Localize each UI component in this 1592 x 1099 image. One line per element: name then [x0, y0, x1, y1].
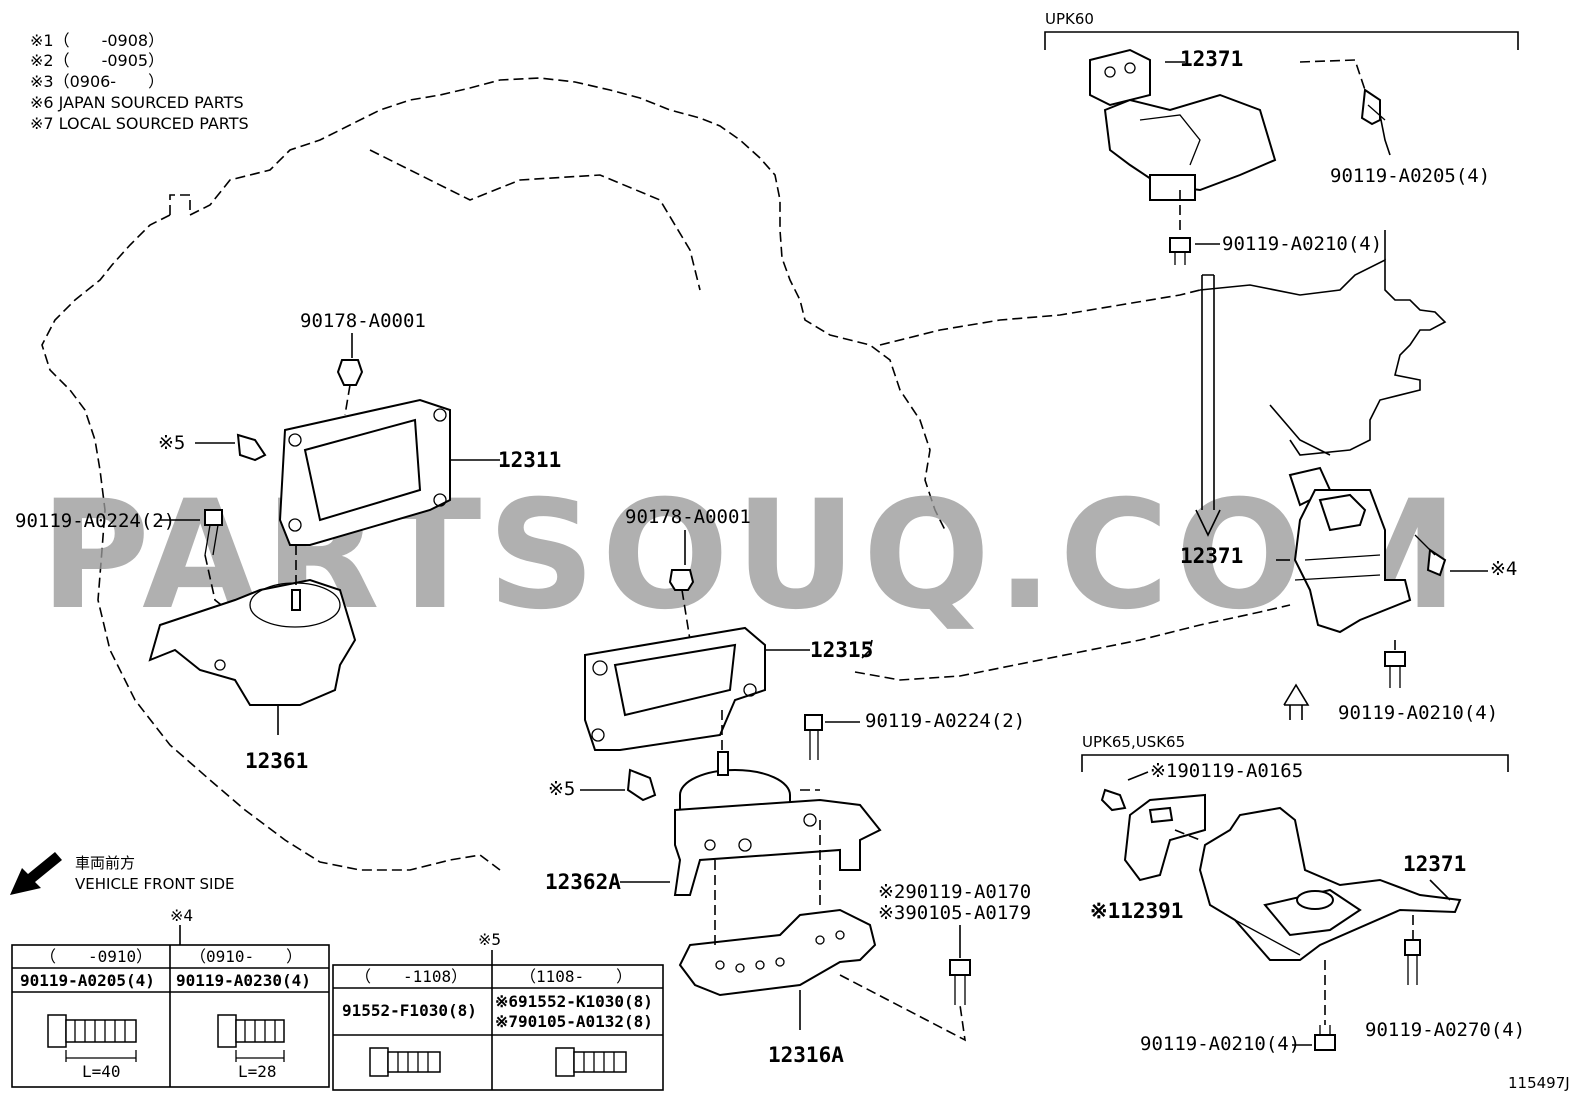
arrow-down [1195, 274, 1221, 537]
label-90119-a0165: ※190119-A0165 [1150, 760, 1303, 782]
plate-12316a [678, 908, 877, 997]
direction-jp: 車両前方 [75, 854, 135, 872]
table4-length-2: L=28 [238, 1062, 277, 1081]
table4-part-1: 90119-A0205(4) [20, 971, 155, 990]
vehicle-front-arrow [10, 852, 62, 895]
label-5-center: ※5 [548, 778, 575, 800]
label-90119-a0210-bottom: 90119-A0210(4) [1140, 1033, 1300, 1055]
direction-en: VEHICLE FRONT SIDE [75, 875, 235, 893]
table4-header-1: （ -0910） [40, 947, 152, 966]
label-5-left: ※5 [158, 432, 185, 454]
arrow-up [1283, 683, 1310, 720]
label-90119-a0210-mid: 90119-A0210(4) [1338, 702, 1498, 724]
upk60-label: UPK60 [1045, 10, 1094, 28]
label-90119-a0205: 90119-A0205(4) [1330, 165, 1490, 187]
bolt-90119-a0224-center [804, 714, 823, 760]
table5-header-1: （ -1108） [355, 967, 467, 986]
mount-12371-bottom [1198, 806, 1462, 961]
note-2: ※2（ -0905） [30, 51, 164, 70]
label-90119-a0224-left: 90119-A0224(2) [15, 510, 175, 532]
notes-block: ※1（ -0908） ※2（ -0905） ※3（0906- ） ※6 JAPA… [30, 31, 249, 133]
bolt-90119-a0205 [1360, 88, 1386, 126]
label-12371-bottom: 12371 [1403, 852, 1466, 876]
bolt-90119-a0210-bottom [1314, 1025, 1336, 1051]
table4-header-2: （0910- ） [190, 947, 302, 966]
upk65-label: UPK65,USK65 [1082, 733, 1185, 751]
label-90105-a0179: ※390105-A0179 [878, 902, 1031, 924]
label-12362a: 12362A [545, 870, 621, 894]
bracket-12311 [278, 398, 451, 546]
table5-part-2b: ※790105-A0132(8) [495, 1012, 653, 1031]
label-12371-top: 12371 [1180, 47, 1243, 71]
table-5: ※5 （ -1108） （1108- ） 91552-F1030(8) ※691… [332, 930, 664, 1091]
bolt-4 [1414, 534, 1447, 577]
upk65-bracket: UPK65,USK65 [1081, 733, 1509, 772]
bolt-90119-a0170 [949, 959, 971, 1005]
bolt-5-center [626, 768, 657, 802]
table4-title: ※4 [170, 906, 193, 925]
mount-12371-mid [1288, 466, 1412, 634]
bolt-91552-k1030-icon [555, 1047, 627, 1077]
bolt-l40-icon [47, 1014, 137, 1062]
table4-part-2: 90119-A0230(4) [176, 971, 311, 990]
label-12391: ※112391 [1090, 899, 1183, 923]
note-3: ※3（0906- ） [30, 72, 164, 91]
mount-12361 [148, 578, 357, 706]
table5-header-2: （1108- ） [520, 967, 632, 986]
bolt-90119-a0210-mid [1384, 651, 1406, 688]
label-12315: 12315 [810, 638, 873, 662]
label-90119-a0210-top: 90119-A0210(4) [1222, 233, 1382, 255]
bolt-90119-a0270 [1404, 939, 1421, 985]
bolt-5-left [236, 433, 267, 462]
mount-12362a [673, 751, 882, 896]
label-12371-mid: 12371 [1180, 544, 1243, 568]
nut-90178-left [336, 359, 364, 386]
nut-90178-center [668, 569, 695, 591]
label-90119-a0170: ※290119-A0170 [878, 881, 1031, 903]
label-90119-a0270: 90119-A0270(4) [1365, 1019, 1525, 1041]
table5-part-2: ※691552-K1030(8) [495, 992, 653, 1011]
mount-12371-upk60 [1089, 48, 1277, 201]
engine-outline [41, 77, 1291, 871]
table5-part-1: 91552-F1030(8) [342, 1001, 477, 1020]
label-12361: 12361 [245, 749, 308, 773]
label-90178-a0001-left: 90178-A0001 [300, 310, 426, 332]
diagram-id: 115497J [1508, 1074, 1570, 1092]
bracket-12391 [1123, 793, 1206, 882]
label-90178-a0001-center: 90178-A0001 [625, 506, 751, 528]
table5-title: ※5 [478, 930, 501, 949]
note-1: ※1（ -0908） [30, 31, 164, 50]
note-6: ※6 JAPAN SOURCED PARTS [30, 93, 244, 112]
bolt-l28-icon [217, 1014, 285, 1062]
label-12316a: 12316A [768, 1043, 844, 1067]
upk60-bracket: UPK60 [1044, 10, 1519, 50]
bolt-90119-a0224-left [204, 509, 223, 556]
bolt-91552-icon [369, 1047, 441, 1077]
label-4: ※4 [1490, 558, 1517, 580]
bracket-12315 [584, 626, 766, 751]
bolt-90119-a0165 [1100, 788, 1127, 812]
bolt-90119-a0210-top [1169, 237, 1191, 265]
table4-length-1: L=40 [82, 1062, 121, 1081]
label-90119-a0224-center: 90119-A0224(2) [865, 710, 1025, 732]
table-4: ※4 （ -0910） （0910- ） 90119-A0205(4) 9011… [11, 906, 330, 1088]
transmission-outline [1199, 230, 1447, 456]
label-12311: 12311 [498, 448, 561, 472]
note-7: ※7 LOCAL SOURCED PARTS [30, 114, 249, 133]
